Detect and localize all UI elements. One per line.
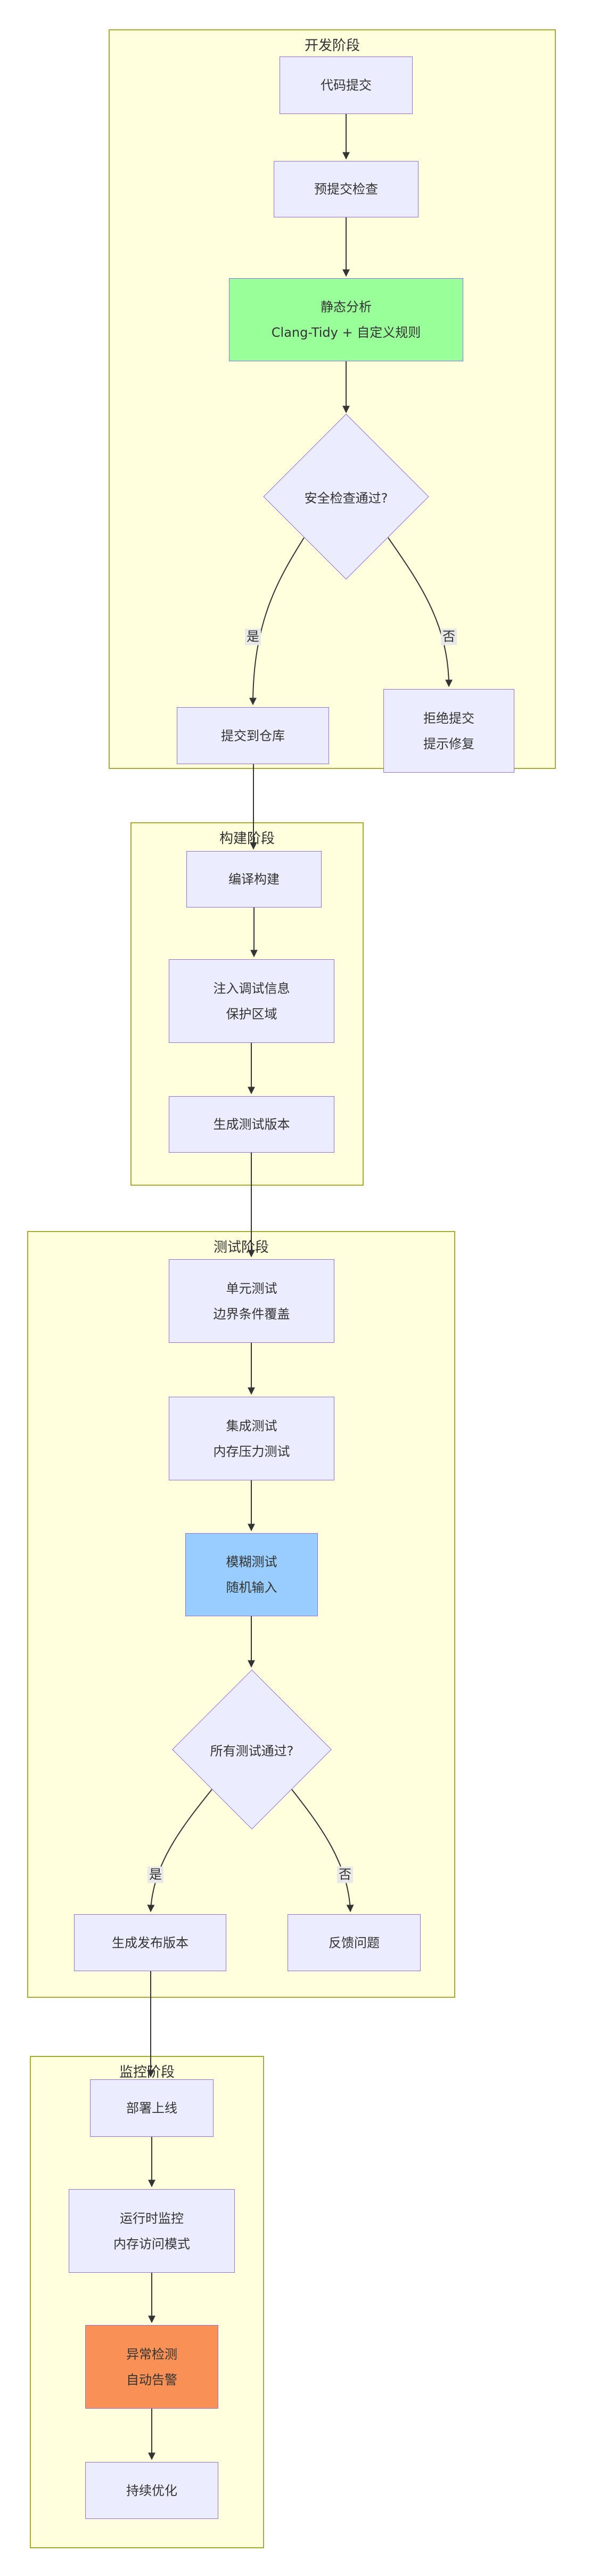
subgraph-title-monitor: 监控阶段: [119, 2064, 175, 2080]
node-anomaly-detection: 异常检测 自动告警: [85, 2325, 218, 2409]
node-code-commit: 代码提交: [280, 56, 413, 114]
node-runtime-monitoring: 运行时监控 内存访问模式: [69, 2189, 235, 2273]
subgraph-title-test: 测试阶段: [213, 1240, 269, 1255]
edge-label-yes-1: 是: [245, 628, 261, 645]
node-integration-test: 集成测试 内存压力测试: [169, 1397, 334, 1480]
subgraph-title-build: 构建阶段: [219, 831, 275, 847]
node-reject-commit: 拒绝提交 提示修复: [383, 689, 514, 773]
node-all-tests-passed-decision: 所有测试通过?: [172, 1670, 332, 1829]
node-inject-debug-info: 注入调试信息 保护区域: [169, 959, 334, 1043]
node-release-build: 生成发布版本: [74, 1914, 226, 1971]
node-continuous-optimization: 持续优化: [85, 2462, 218, 2519]
node-feedback-issues: 反馈问题: [288, 1914, 421, 1971]
node-compile-build: 编译构建: [186, 851, 322, 908]
node-commit-to-repo: 提交到仓库: [177, 707, 329, 764]
node-static-analysis: 静态分析 Clang-Tidy + 自定义规则: [229, 278, 463, 361]
node-unit-test: 单元测试 边界条件覆盖: [169, 1259, 334, 1343]
node-generate-test-build: 生成测试版本: [169, 1096, 334, 1153]
edge-label-no-2: 否: [337, 1866, 353, 1883]
node-security-check-decision: 安全检查通过?: [263, 414, 429, 580]
node-fuzz-test: 模糊测试 随机输入: [185, 1533, 318, 1616]
subgraph-dev-phase: 开发阶段: [109, 29, 556, 769]
node-pre-commit-check: 预提交检查: [274, 161, 419, 217]
node-deploy-online: 部署上线: [90, 2079, 214, 2137]
edge-label-no-1: 否: [441, 628, 457, 645]
edge-label-yes-2: 是: [147, 1866, 163, 1883]
subgraph-title-dev: 开发阶段: [304, 38, 360, 54]
